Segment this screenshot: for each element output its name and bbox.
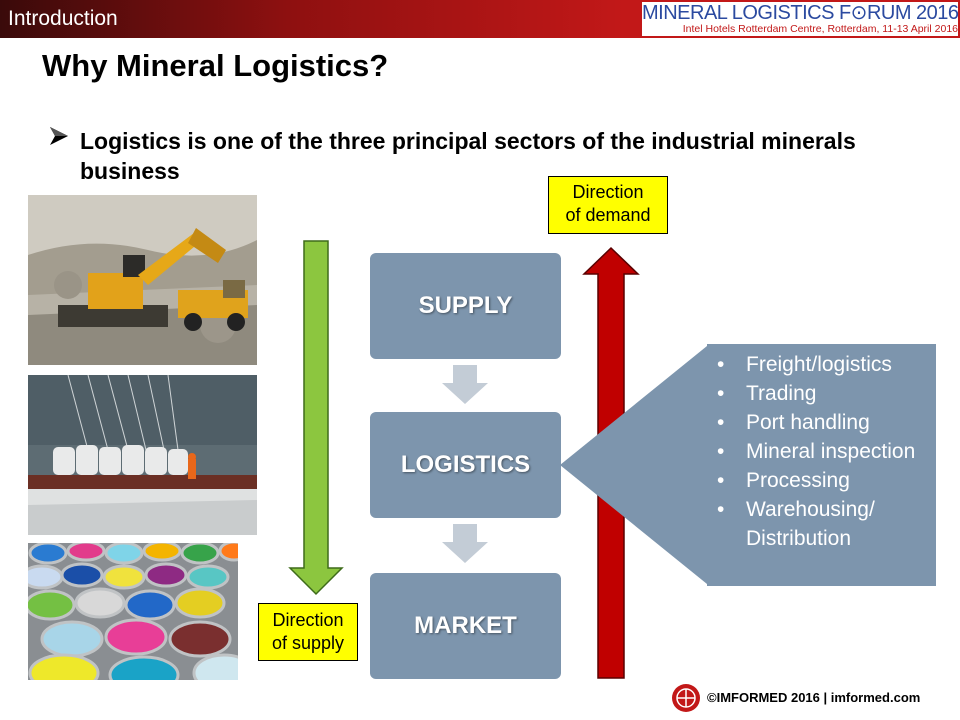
- list-item: •Trading: [717, 382, 817, 405]
- lead-bullet-text: Logistics is one of the three principal …: [80, 128, 856, 184]
- imformed-logo-icon: [672, 684, 700, 712]
- supply-label-line1: Direction: [272, 610, 344, 630]
- forum-subtitle: Intel Hotels Rotterdam Centre, Rotterdam…: [682, 23, 958, 35]
- arrow-bullet-icon: [50, 127, 68, 145]
- direction-of-supply-label: Direction of supply: [258, 603, 358, 661]
- list-item: •Mineral inspection: [717, 440, 916, 463]
- direction-of-demand-label: Direction of demand: [548, 176, 668, 234]
- forum-title: MINERAL LOGISTICS F⊙RUM 2016: [642, 2, 959, 24]
- market-box: MARKET: [370, 573, 561, 679]
- demand-label-line1: Direction: [572, 182, 644, 202]
- logistics-callout-shape: [560, 344, 936, 586]
- paint-cans-photo: [28, 543, 238, 680]
- footer: ©IMFORMED 2016 | imformed.com: [671, 683, 951, 713]
- mining-excavator-photo: [28, 195, 257, 365]
- list-item: •Freight/logistics: [717, 353, 892, 376]
- list-item: •Port handling: [717, 411, 870, 434]
- footer-copyright: ©IMFORMED 2016 | imformed.com: [707, 690, 921, 705]
- supply-direction-arrow: [288, 240, 344, 596]
- bulk-bags-ship-photo: [28, 375, 257, 535]
- flow-arrow-down-icon: [442, 365, 488, 404]
- supply-label-line2: of supply: [271, 633, 345, 653]
- page-title: Why Mineral Logistics?: [42, 48, 389, 83]
- flow-arrow-down-icon: [442, 524, 488, 563]
- logistics-box: LOGISTICS: [370, 412, 561, 518]
- section-label: Introduction: [8, 7, 118, 30]
- demand-label-line2: of demand: [565, 205, 651, 225]
- supply-box: SUPPLY: [370, 253, 561, 359]
- logistics-activities-list: •Freight/logistics •Trading •Port handli…: [712, 350, 934, 553]
- list-item: •Warehousing/ Distribution: [717, 498, 875, 550]
- list-item: •Processing: [717, 469, 850, 492]
- forum-logo: MINERAL LOGISTICS F⊙RUM 2016 Intel Hotel…: [642, 2, 959, 36]
